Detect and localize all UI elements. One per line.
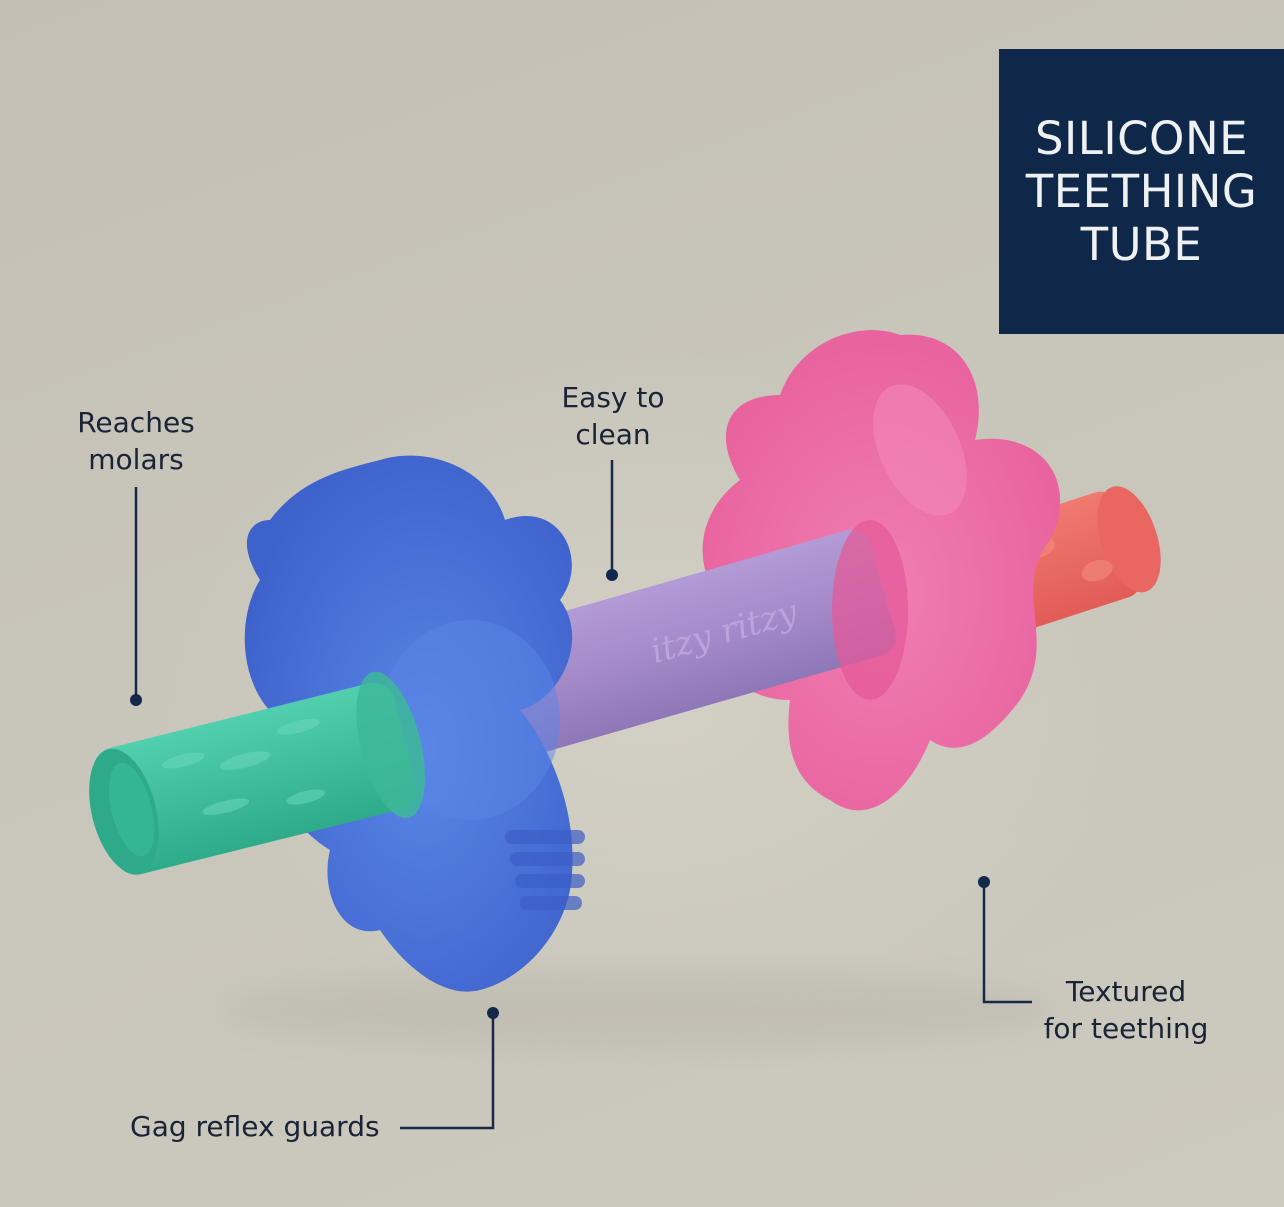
reaches-molars-dot — [130, 694, 142, 706]
center-tube: itzy ritzy — [465, 529, 896, 762]
left-end-tube — [89, 671, 425, 875]
callout-reaches-molars: Reaches molars — [66, 404, 206, 478]
callout-line: Reaches — [77, 406, 195, 439]
title-line-3: TUBE — [1080, 218, 1203, 271]
gag-guards-dot — [487, 1007, 499, 1019]
shadow — [220, 970, 1060, 1050]
callout-line: for teething — [1043, 1012, 1209, 1045]
callout-line: Easy to — [561, 381, 665, 414]
callout-line: molars — [88, 443, 184, 476]
callout-dots — [130, 569, 990, 1019]
title-line-1: SILICONE — [1034, 112, 1249, 165]
callout-line: clean — [575, 418, 651, 451]
easy-to-clean-dot — [606, 569, 618, 581]
callout-line: Textured — [1065, 975, 1187, 1008]
callout-gag-reflex-guards: Gag reflex guards — [130, 1108, 385, 1145]
right-collar — [832, 520, 908, 700]
title-line-2: TEETHING — [1025, 165, 1258, 218]
callout-easy-to-clean: Easy to clean — [540, 379, 686, 453]
title-box: SILICONE TEETHING TUBE — [999, 49, 1284, 334]
textured-line — [982, 882, 1032, 1004]
callout-lines — [134, 460, 1032, 1130]
textured-dot — [978, 876, 990, 888]
gag-guards-line — [400, 1013, 495, 1130]
callout-textured-for-teething: Textured for teething — [1036, 973, 1216, 1047]
callout-line: Gag reflex guards — [130, 1110, 380, 1143]
